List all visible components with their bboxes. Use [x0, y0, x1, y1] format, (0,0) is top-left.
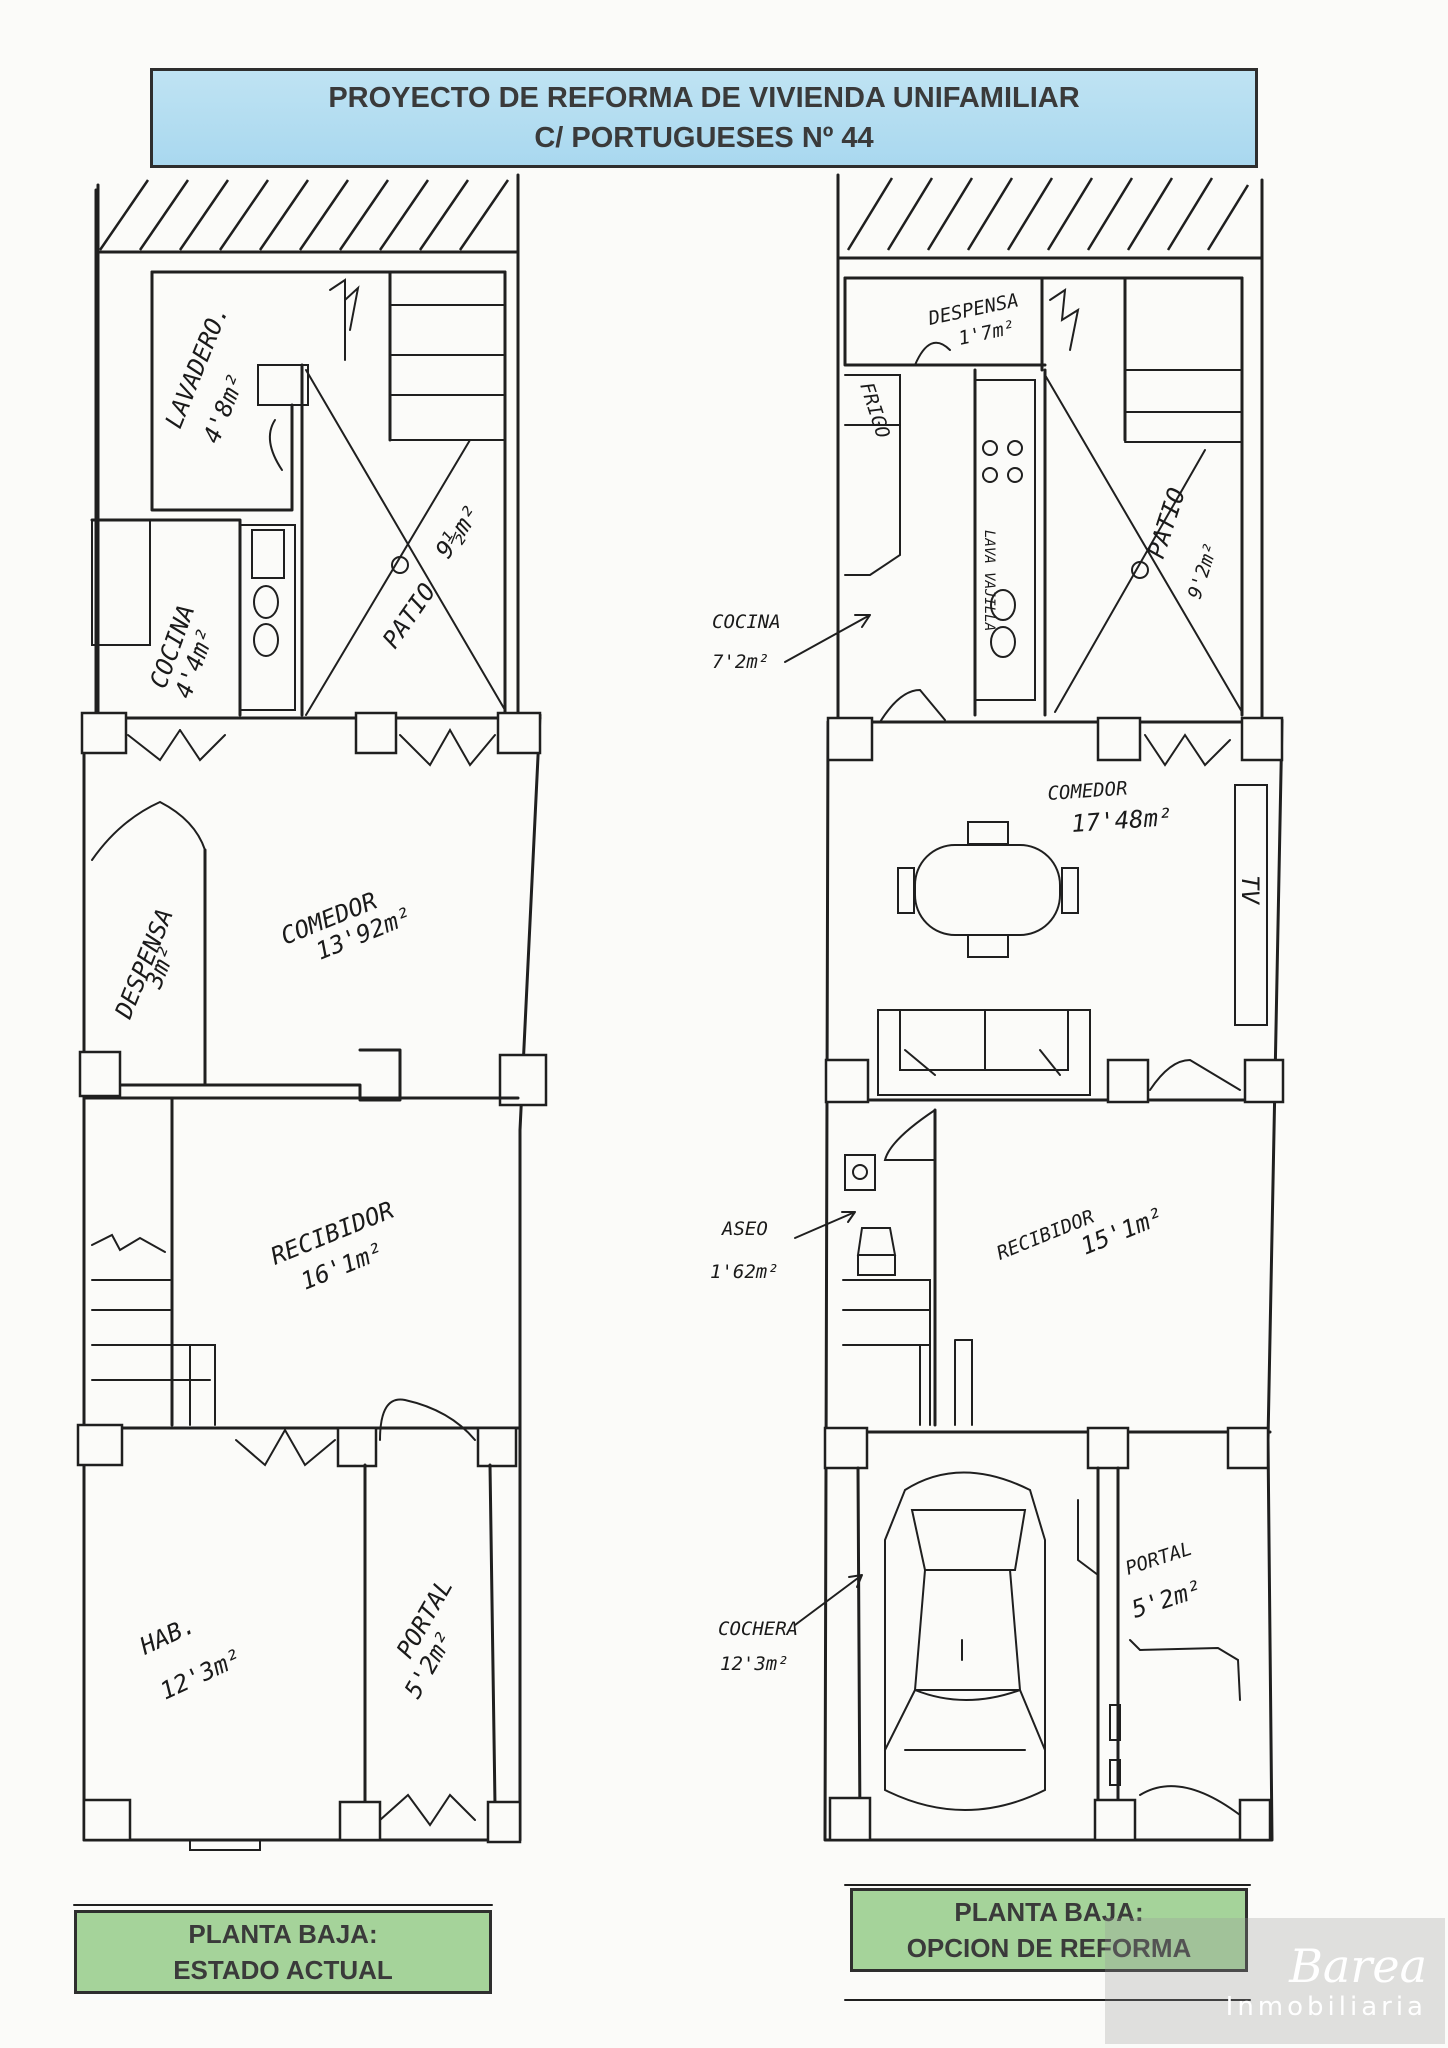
portal-right-label: PORTAL — [1123, 1538, 1195, 1580]
dining-table-icon — [897, 821, 1079, 958]
tv-label: TV — [1236, 875, 1264, 905]
hab-label: HAB. — [135, 1611, 200, 1661]
cochera-area: 12'3m² — [720, 1653, 789, 1675]
caption-left-line-2: ESTADO ACTUAL — [173, 1955, 393, 1985]
stove-icon — [251, 529, 285, 579]
aseo-pointer-arrow — [794, 1211, 856, 1239]
patio-drain-icon — [391, 556, 409, 574]
stair-break-line-right — [1049, 287, 1080, 351]
car-icon — [884, 1471, 1046, 1811]
title-line-2: C/ PORTUGUESES Nº 44 — [534, 122, 874, 154]
sink-icon-right — [990, 589, 1016, 621]
left-hatched-wall — [98, 179, 510, 251]
sink-icon — [253, 585, 279, 619]
cochera-label: COCHERA — [718, 1618, 798, 1640]
cocina-right-area: 7'2m² — [712, 651, 769, 673]
patio-left-label: PATIO — [377, 578, 441, 653]
patio-drain-icon-right — [1131, 561, 1149, 579]
cochera-pointer-arrow — [794, 1574, 863, 1626]
title-line-1: PROYECTO DE REFORMA DE VIVIENDA UNIFAMIL… — [328, 82, 1080, 114]
portal-right-area: 5'2m² — [1128, 1575, 1205, 1624]
watermark-sub: Inmobiliaria — [1225, 1992, 1427, 2022]
caption-opcion-reforma: PLANTA BAJA: OPCION DE REFORMA — [850, 1888, 1248, 1972]
patio-left-area: 9½m² — [430, 500, 486, 563]
aseo-label: ASEO — [721, 1218, 768, 1240]
washbasin-icon — [844, 1154, 876, 1191]
hob-icon — [982, 440, 998, 456]
cochera-door — [1077, 1499, 1099, 1576]
hab-area: 12'3m² — [156, 1643, 246, 1705]
aseo-area: 1'62m² — [710, 1261, 779, 1283]
comedor-right-label: COMEDOR — [1047, 777, 1128, 805]
toilet-icon — [856, 1227, 897, 1276]
right-hatched-wall — [846, 177, 1250, 251]
comedor-right-area: 17'48m² — [1070, 803, 1173, 838]
watermark-brand: Barea — [1289, 1939, 1427, 1993]
cocina-pointer-arrow — [784, 614, 871, 663]
frigo-label: FRIGO — [855, 380, 894, 441]
sofa-icon — [877, 1009, 1091, 1096]
caption-right-line-1: PLANTA BAJA: — [954, 1897, 1144, 1927]
patio-right-label: PATIO — [1142, 484, 1191, 561]
lavavajillas-label: LAVA VAJILLA — [981, 530, 997, 631]
plan-right: DESPENSA 1'7m² FRIGO LAVA VAJILLA PATIO … — [710, 173, 1285, 1842]
lavadero-walls — [150, 270, 294, 512]
caption-estado-actual: PLANTA BAJA: ESTADO ACTUAL — [74, 1910, 492, 1994]
tv-unit — [1234, 784, 1268, 1026]
caption-left-line-1: PLANTA BAJA: — [188, 1919, 378, 1949]
plan-left: LAVADERO. 4'8m² PATIO 9½m² COCINA 4'4m² … — [76, 173, 548, 1851]
title-banner: PROYECTO DE REFORMA DE VIVIENDA UNIFAMIL… — [150, 68, 1258, 168]
watermark-logo: Barea Inmobiliaria — [1105, 1918, 1445, 2044]
patio-right-area: 9'2m² — [1184, 540, 1223, 601]
cocina-right-label: COCINA — [712, 611, 781, 633]
caption-right-line-2: OPCION DE REFORMA — [906, 1933, 1192, 1963]
